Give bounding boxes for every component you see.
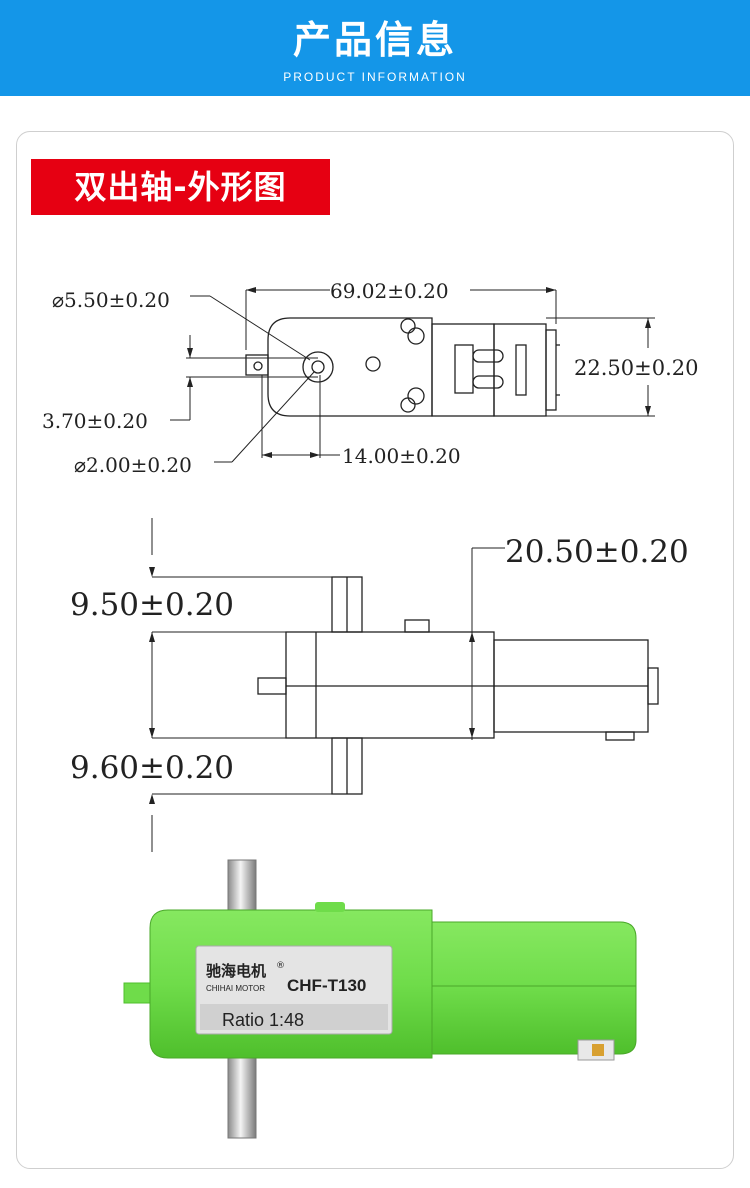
page-title: 产品信息 [292, 18, 457, 62]
dim-offset: 3.70±0.20 [42, 409, 148, 433]
dim-lower-shaft: 9.60±0.20 [70, 750, 234, 786]
dim-upper-shaft: 9.50±0.20 [70, 587, 234, 623]
label-brand-cn: 驰海电机 [206, 962, 266, 980]
dim-center-distance: 14.00±0.20 [342, 444, 461, 468]
dim-hole-diameter: ⌀2.00±0.20 [74, 453, 192, 477]
dim-length: 69.02±0.20 [330, 279, 449, 303]
dim-shaft-diameter: ⌀5.50±0.20 [52, 288, 170, 312]
label-ratio: Ratio 1:48 [222, 1010, 304, 1030]
header-banner: 产品信息 PRODUCT INFORMATION [0, 0, 750, 96]
label-brand-en: CHIHAI MOTOR [206, 984, 265, 993]
label-model: CHF-T130 [287, 976, 366, 995]
section-title: 双出轴-外形图 [31, 159, 330, 215]
page-subtitle: PRODUCT INFORMATION [283, 70, 467, 84]
label-registered-mark: ® [276, 961, 285, 971]
dim-body-thickness: 20.50±0.20 [505, 534, 689, 570]
dim-height: 22.50±0.20 [574, 356, 698, 380]
